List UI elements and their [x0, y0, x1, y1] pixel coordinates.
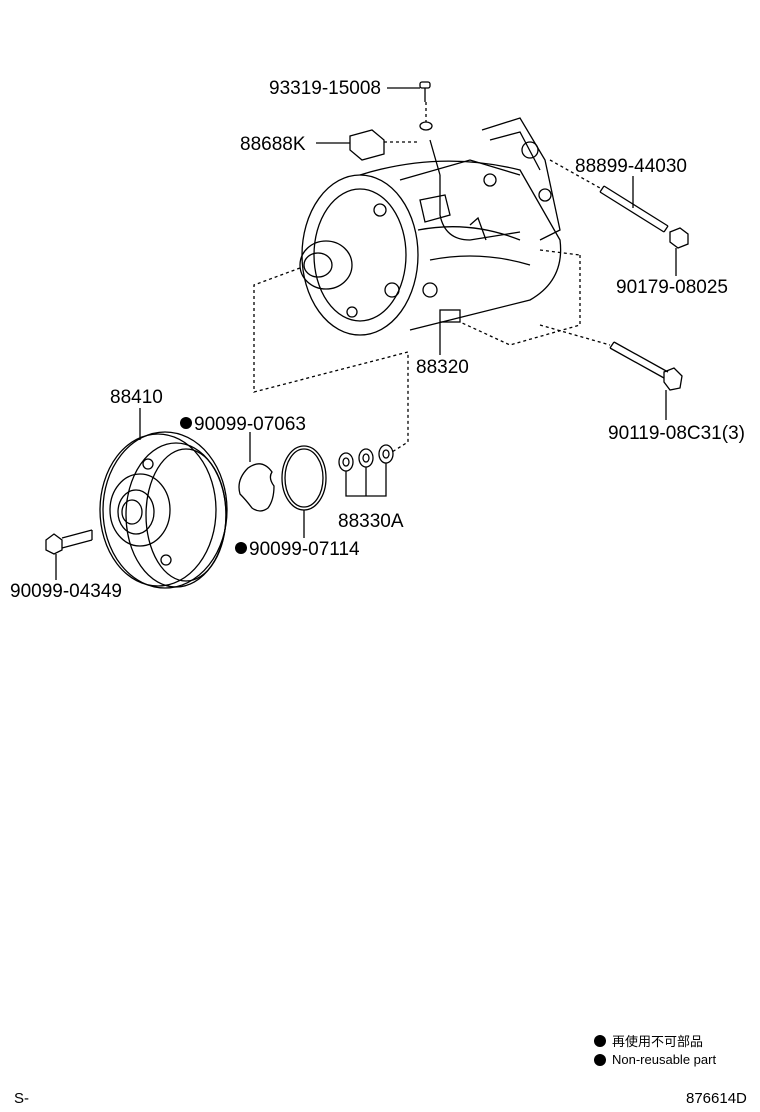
label-shims: 88330A — [338, 511, 404, 532]
label-bolt-long: 90119-08C31(3) — [608, 423, 745, 444]
legend-jp-text: 再使用不可部品 — [612, 1034, 704, 1049]
label-stud: 88899-44030 — [575, 156, 687, 177]
legend-en: Non-reusable part — [594, 1052, 716, 1067]
compressor-part — [299, 117, 562, 355]
label-compressor: 88320 — [416, 357, 469, 378]
label-bolt-top: 93319-15008 — [269, 78, 381, 99]
snap-ring-inner-part — [238, 432, 275, 512]
non-reusable-mark-1 — [180, 417, 192, 429]
bolt-top-part — [387, 81, 433, 131]
snap-ring-outer-part — [281, 445, 327, 538]
legend-en-text: Non-reusable part — [612, 1052, 717, 1067]
shims-part — [338, 444, 394, 497]
stud-part — [549, 159, 669, 233]
footer-right: 876614D — [686, 1090, 747, 1107]
label-bracket: 88688K — [240, 134, 306, 155]
pulley-part — [99, 408, 228, 589]
non-reusable-mark-2 — [235, 542, 247, 554]
bolt-long-part — [459, 249, 683, 420]
label-snap-ring-outer: 90099-07114 — [249, 539, 360, 560]
label-bolt-center: 90099-04349 — [10, 581, 122, 602]
nut-part — [669, 227, 689, 276]
footer-left: S- — [14, 1090, 29, 1107]
legend-jp: 再使用不可部品 — [594, 1031, 703, 1050]
bolt-center-part — [45, 529, 93, 580]
label-snap-ring-inner: 90099-07063 — [194, 414, 306, 435]
bracket-part — [316, 129, 420, 161]
bullet-icon — [594, 1053, 606, 1066]
bullet-icon — [594, 1034, 606, 1047]
label-nut: 90179-08025 — [616, 277, 728, 298]
label-pulley: 88410 — [110, 387, 163, 408]
